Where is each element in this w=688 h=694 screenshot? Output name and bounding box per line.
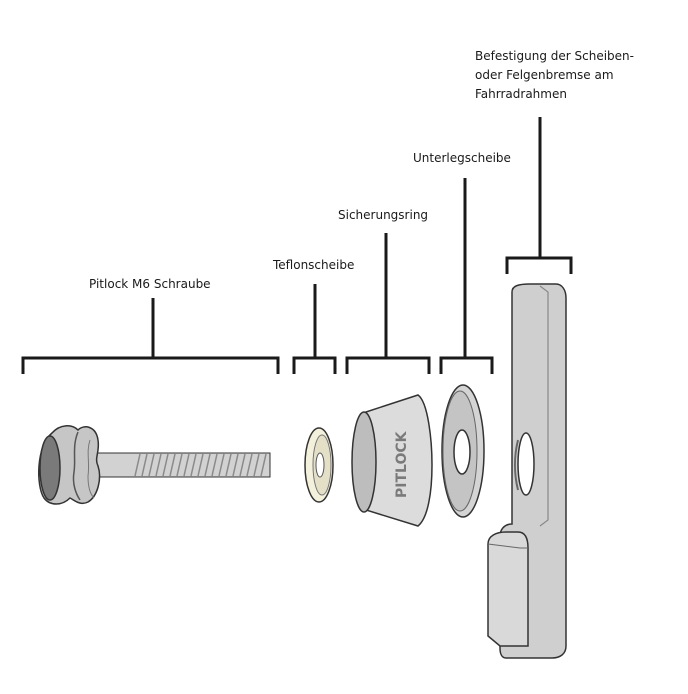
washer-part — [441, 384, 485, 518]
label-washer: Unterlegscheibe — [413, 151, 511, 165]
bracket-screw — [21, 298, 280, 374]
pitlock-logo-text: PITLOCK — [394, 430, 410, 498]
label-mount-line-3: Fahrradrahmen — [475, 87, 567, 101]
label-mount-line-1: Befestigung der Scheiben- — [475, 49, 634, 63]
frame-mount-part — [487, 283, 567, 659]
bracket-teflon — [292, 284, 337, 374]
label-mount-line-2: oder Felgenbremse am — [475, 68, 614, 82]
screw-thread — [134, 453, 267, 477]
bracket-mount — [505, 117, 573, 274]
bracket-ring — [345, 233, 431, 374]
teflon-washer-part — [304, 427, 334, 503]
label-screw: Pitlock M6 Schraube — [89, 277, 211, 291]
locking-ring-part: PITLOCK — [351, 394, 433, 527]
label-teflon-washer: Teflonscheibe — [273, 258, 355, 272]
screw-part — [38, 425, 271, 505]
bracket-washer — [439, 178, 494, 374]
label-locking-ring: Sicherungsring — [338, 208, 429, 222]
